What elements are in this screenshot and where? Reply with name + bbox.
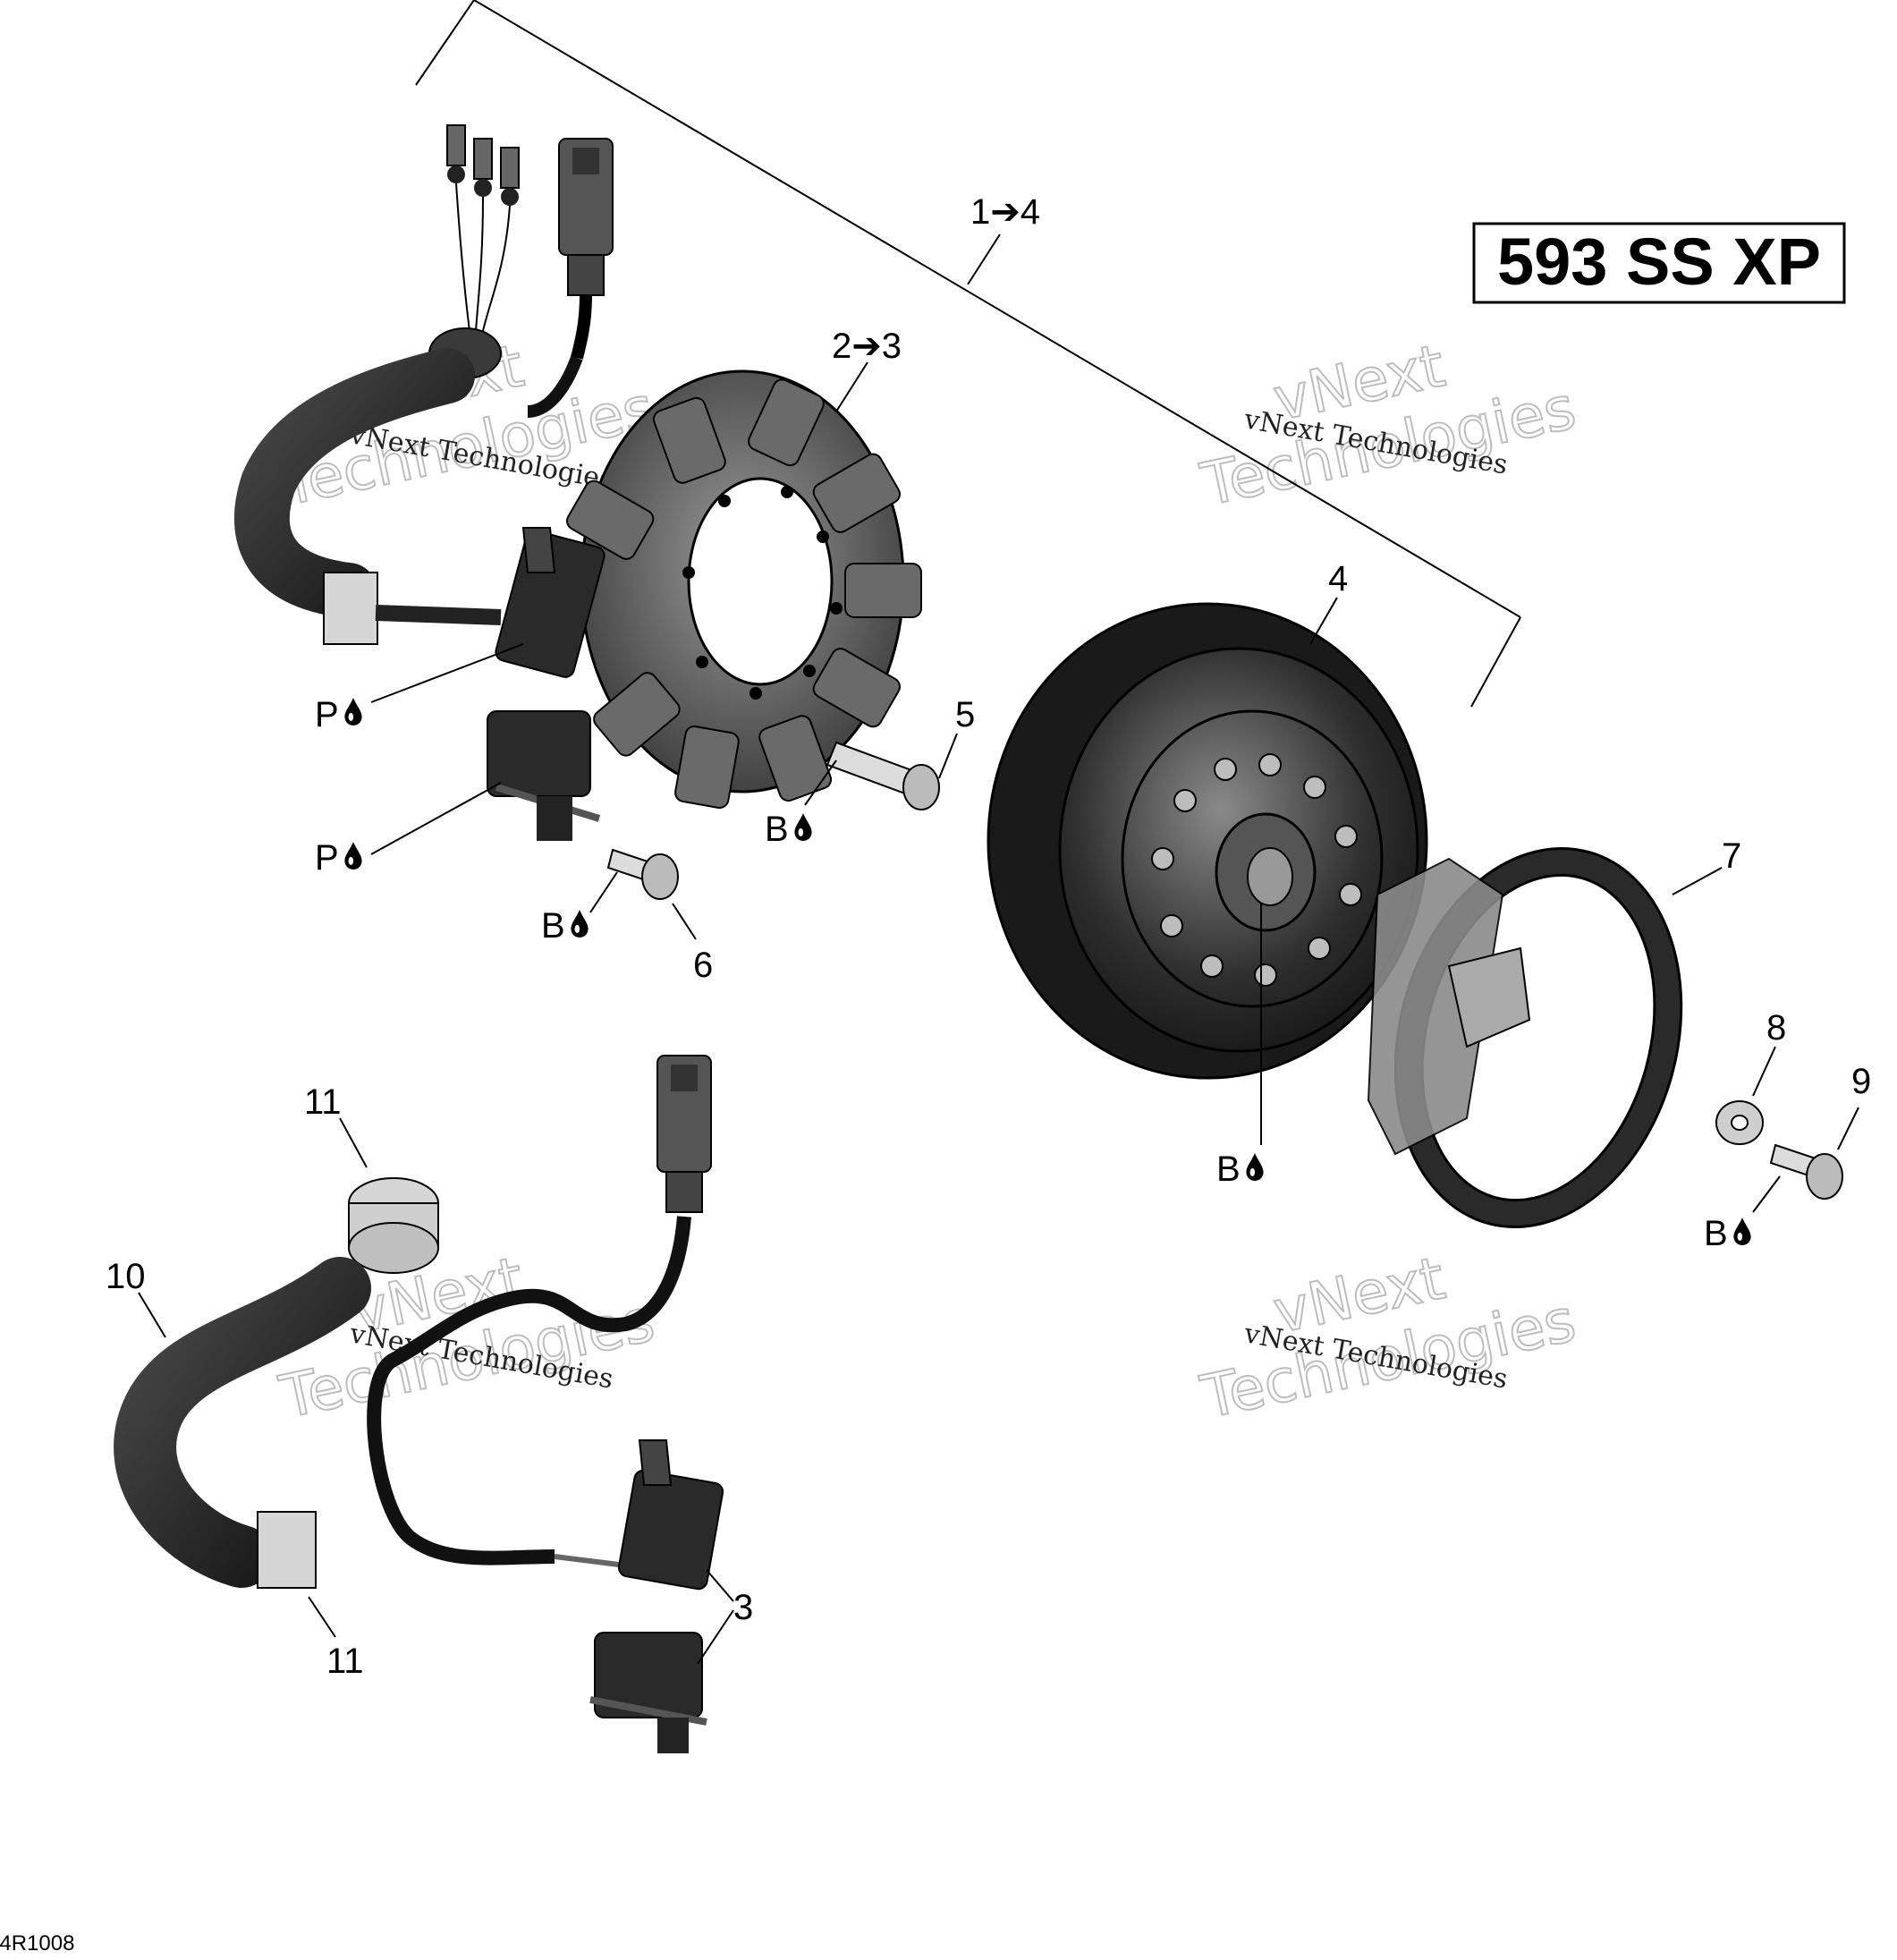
corrugated-hose [234, 348, 475, 618]
hose-clamp [323, 572, 378, 645]
callout-3-leaders: 3 [697, 1569, 753, 1665]
hose-10: 10 [106, 1257, 371, 1588]
hose-clamp-11-bottom: 11 [257, 1511, 364, 1681]
bolt-9: 9 B [1704, 1062, 1871, 1253]
model-text: 593 SS XP [1497, 225, 1821, 299]
callout-4: 4 [1328, 559, 1348, 598]
hose-clamp-11-top: 11 [304, 1082, 439, 1274]
callout-8: 8 [1766, 1008, 1786, 1048]
mark-b-bolt5: B [765, 810, 789, 849]
stator: 2➔3 [566, 327, 922, 810]
pickup-coil-lower: P [315, 710, 601, 878]
callout-11-bottom: 11 [326, 1642, 364, 1681]
drop-icon [1246, 1153, 1264, 1181]
drop-icon [571, 910, 589, 938]
callout-10: 10 [106, 1257, 146, 1296]
mark-b-bolt9: B [1704, 1214, 1728, 1253]
pickup-coil-3-upper [617, 1439, 724, 1591]
watermark-top-right: vNext Technologies vNext Technologies [1194, 330, 1582, 521]
drop-icon [1733, 1218, 1751, 1245]
callout-2-to-3: 2➔3 [832, 327, 902, 366]
callout-6: 6 [693, 946, 713, 985]
callout-3: 3 [733, 1588, 753, 1627]
bolt-5: 5 B [765, 695, 975, 849]
flywheel: 4 B [987, 559, 1428, 1189]
starter-cup: 7 [1367, 836, 1741, 1229]
lower-wire-harness [367, 1055, 712, 1568]
mark-b-bolt6: B [541, 906, 565, 946]
mark-b-flywheel: B [1216, 1150, 1241, 1189]
mark-p-upper: P [315, 695, 339, 734]
pickup-coil-upper: P [315, 527, 606, 734]
washer-8: 8 [1715, 1008, 1786, 1145]
callout-9: 9 [1851, 1062, 1871, 1101]
drop-icon [344, 842, 362, 870]
harness-plug [527, 138, 614, 418]
terminal-connectors [446, 124, 520, 332]
pickup-coil-3-lower [589, 1632, 707, 1753]
bolt-6: B 6 [541, 848, 713, 985]
drawing-code: 04R1008 [0, 1931, 74, 1956]
callout-1-to-4: 1➔4 [970, 192, 1040, 232]
watermark-bottom-right: vNext Technologies vNext Technologies [1194, 1243, 1582, 1433]
assembly-bracket: 1➔4 [415, 0, 1521, 708]
callout-11-top: 11 [304, 1082, 342, 1122]
mark-p-lower: P [315, 838, 339, 878]
upper-wire-harness [234, 124, 614, 645]
callout-7: 7 [1722, 836, 1741, 876]
drop-icon [344, 698, 362, 725]
drop-icon [794, 813, 812, 841]
model-box: 593 SS XP [1472, 222, 1846, 304]
callout-5: 5 [955, 695, 975, 734]
